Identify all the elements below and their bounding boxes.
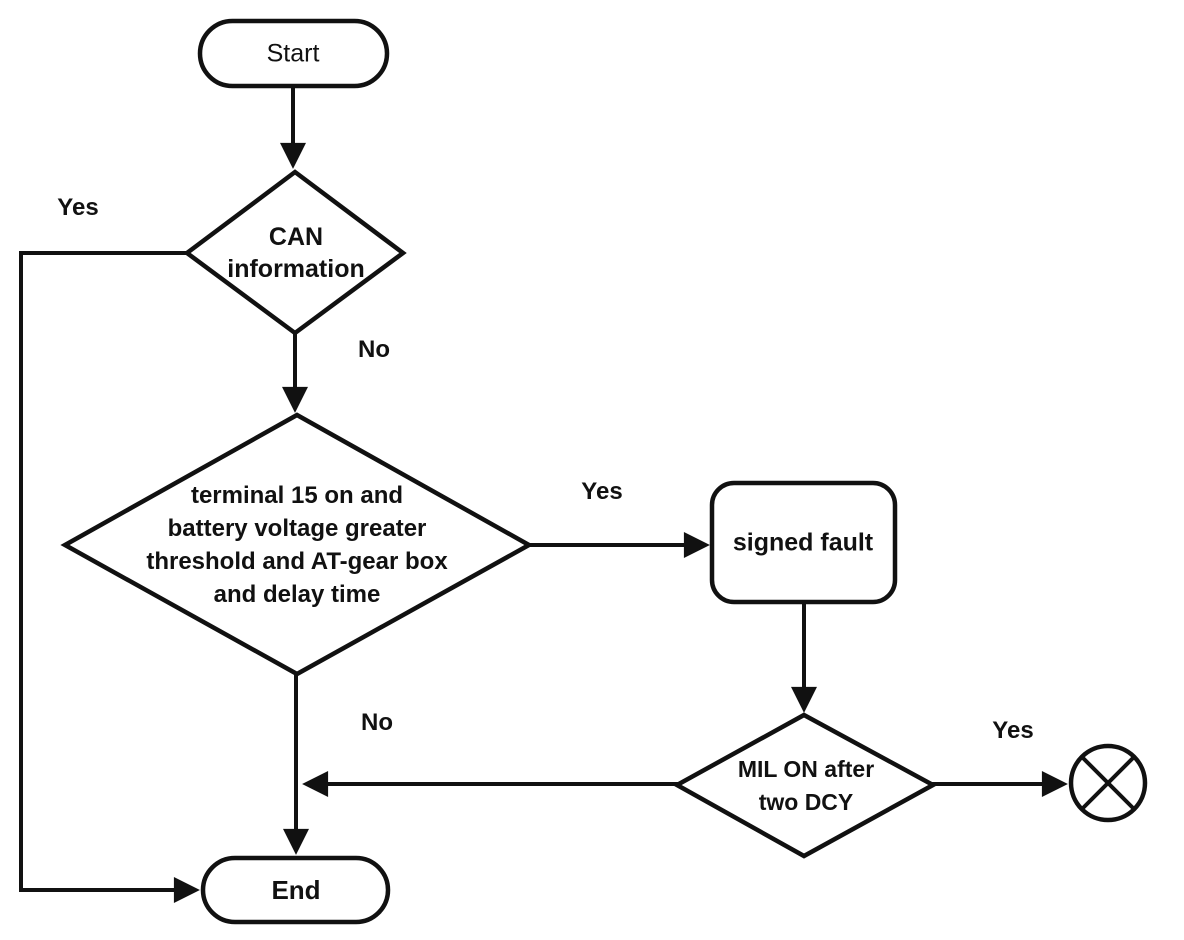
- signed-fault-process-shape: [709, 480, 898, 605]
- start-label: Start: [266, 39, 320, 68]
- condition-yes-edge-label: Yes: [581, 478, 623, 505]
- can-no-edge-label: No: [358, 336, 390, 363]
- mil-yes-edge-label: Yes: [992, 717, 1034, 744]
- condition-label: terminal 15 on and battery voltage great…: [146, 482, 448, 608]
- mil-on-label: MIL ON after two DCY: [737, 756, 875, 815]
- can-decision-shape: [183, 169, 407, 336]
- end-node-shape: [200, 855, 391, 925]
- mil-decision-shape: [672, 712, 938, 859]
- crossed-circle-terminal: [1068, 743, 1148, 823]
- can-yes-edge-label: Yes: [57, 194, 99, 221]
- start-node-shape: [197, 18, 390, 89]
- edge-can-yes-to-end: [19, 251, 200, 903]
- signed-fault-label: signed fault: [732, 528, 874, 557]
- can-information-label: CAN information: [227, 223, 365, 283]
- end-label: End: [271, 874, 321, 905]
- terminal-cross-line-2: [1080, 755, 1136, 811]
- condition-no-edge-label: No: [361, 709, 393, 736]
- condition-decision-shape: [60, 412, 534, 677]
